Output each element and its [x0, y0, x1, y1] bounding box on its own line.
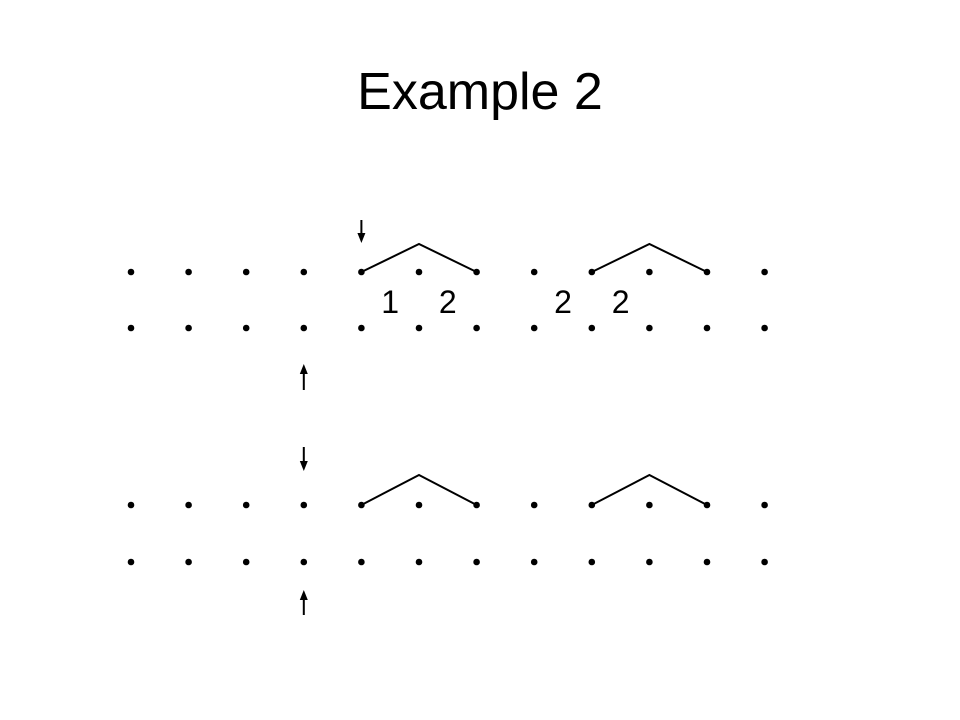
top-panel-label: 2: [612, 284, 630, 320]
top-panel-lower-dot: [646, 324, 653, 332]
bottom-panel-peak: [591, 473, 708, 506]
bottom-panel-lower-dot: [703, 558, 711, 566]
top-panel-upper-dot: [127, 268, 135, 276]
top-panel-lower-dot: [703, 324, 711, 332]
top-panel-label: 2: [439, 284, 457, 320]
bottom-panel-upper-dot: [588, 501, 596, 509]
top-panel-peak: [591, 242, 708, 273]
bottom-panel-lower-dot: [646, 558, 653, 566]
bottom-panel-upper-dot: [127, 501, 135, 509]
top-panel-label: 1: [381, 284, 399, 320]
bottom-panel-lower-dot: [127, 558, 135, 566]
bottom-panel-lower-dot: [300, 558, 308, 566]
top-panel-lower-dot: [127, 324, 135, 332]
top-panel-upper-dot: [473, 268, 480, 276]
top-panel-peak: [360, 242, 478, 273]
bottom-panel-down-arrow-icon: [299, 447, 308, 471]
top-panel-down-arrow-icon: [357, 220, 366, 243]
slide-title: Example 2: [357, 63, 603, 121]
bottom-panel-upper-dot: [473, 501, 480, 509]
bottom-panel-upper-dot: [300, 501, 308, 509]
bottom-panel-upper-dot: [415, 501, 423, 509]
top-panel-upper-dot: [530, 268, 538, 276]
bottom-panel-lower-dot: [185, 558, 192, 566]
bottom-panel-lower-dot: [358, 558, 365, 566]
top-panel-lower-dot: [473, 324, 480, 332]
top-panel-upper-dot: [242, 268, 250, 276]
top-panel-upper-dot: [703, 268, 711, 276]
bottom-panel-lower-dot: [588, 558, 596, 566]
bottom-panel-lower-dot: [242, 558, 250, 566]
top-panel-upper-dot: [185, 268, 192, 276]
top-panel-lower-dot: [415, 324, 423, 332]
top-panel-upper-dot: [300, 268, 308, 276]
top-panel-lower-dot: [588, 324, 596, 332]
bottom-panel-upper-dot: [242, 501, 250, 509]
top-panel-upper-dot: [646, 268, 653, 276]
bottom-panel-up-arrow-icon: [299, 590, 308, 615]
top-panel-upper-dot: [761, 268, 768, 276]
top-panel-label: 2: [554, 284, 572, 320]
bottom-panel-peak: [360, 473, 478, 506]
top-panel-upper-dot: [588, 268, 596, 276]
top-panel-lower-dot: [242, 324, 250, 332]
bottom-panel-upper-dot: [761, 501, 768, 509]
bottom-panel-upper-dot: [646, 501, 653, 509]
bottom-panel-lower-dot: [761, 558, 768, 566]
bottom-panel-upper-dot: [530, 501, 538, 509]
bottom-panel-lower-dot: [415, 558, 423, 566]
top-panel-lower-dot: [185, 324, 192, 332]
bottom-panel-lower-dot: [473, 558, 480, 566]
top-panel-upper-dot: [358, 268, 365, 276]
top-panel-lower-dot: [358, 324, 365, 332]
bottom-panel-upper-dot: [703, 501, 711, 509]
top-panel-lower-dot: [761, 324, 768, 332]
top-panel-lower-dot: [300, 324, 308, 332]
bottom-panel-upper-dot: [358, 501, 365, 509]
top-panel-upper-dot: [415, 268, 423, 276]
bottom-panel-upper-dot: [185, 501, 192, 509]
top-panel-up-arrow-icon: [299, 364, 308, 390]
top-panel-lower-dot: [530, 324, 538, 332]
bottom-panel-lower-dot: [530, 558, 538, 566]
